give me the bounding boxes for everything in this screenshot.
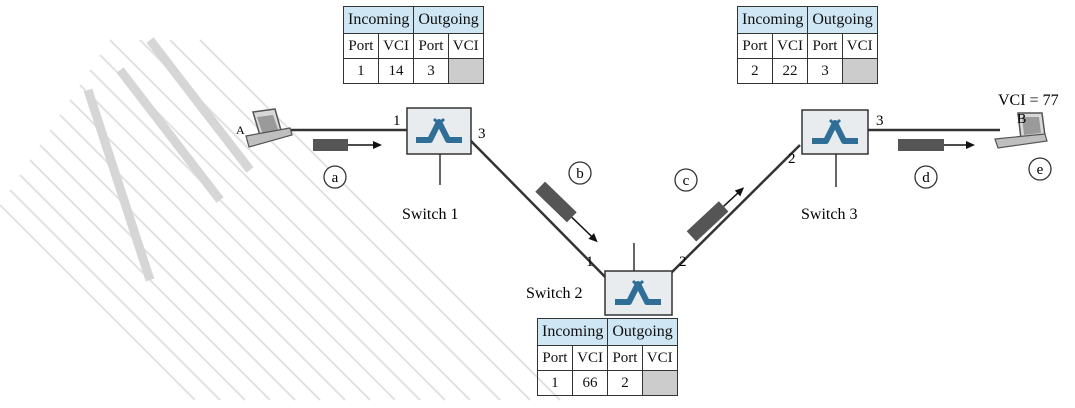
switch2-table: Incoming Outgoing Port VCI Port VCI 1 66… [536,318,678,396]
switch-1-icon [406,107,472,155]
table-cell-empty [641,370,678,396]
col-header: VCI [771,33,809,59]
col-header: Port [737,33,773,59]
incoming-header: Incoming [536,318,609,346]
table-cell: 66 [571,370,609,396]
switch3-table: Incoming Outgoing Port VCI Port VCI 2 22… [736,6,878,84]
switch2-port-right: 2 [679,254,687,270]
laptop-a-icon [245,108,293,148]
switch-2-icon [604,270,673,316]
col-header: VCI [377,33,415,59]
table-cell: 3 [413,58,449,84]
table-cell-empty [447,58,484,84]
host-b-vci-label: VCI = 77 [998,92,1059,109]
col-header: VCI [571,345,609,371]
switch-1-label: Switch 1 [402,206,458,223]
col-header: VCI [641,345,678,371]
svg-text:b: b [576,166,584,182]
frame-label-a: a [323,165,347,189]
switch1-port-right: 3 [478,126,486,142]
host-b-name: B [1017,112,1026,127]
table-cell: 1 [537,370,573,396]
laptop-b-icon [994,112,1048,149]
frame-label-b: b [568,161,592,185]
col-header: Port [807,33,843,59]
incoming-header: Incoming [736,6,809,34]
frame-d-icon [898,139,975,151]
incoming-header: Incoming [342,6,415,34]
switch3-port-left: 2 [788,151,796,167]
col-header: Port [413,33,449,59]
frame-label-e: e [1028,157,1052,181]
svg-text:d: d [922,170,930,186]
switch1-port-left: 1 [393,113,401,129]
links [290,128,1000,291]
outgoing-header: Outgoing [807,6,878,34]
background-stripes [0,39,561,401]
background-stripes-bold [83,37,254,282]
svg-text:c: c [683,173,690,189]
frame-a-icon [313,139,382,151]
frame-b-icon [535,181,598,243]
switch2-port-left: 1 [586,254,594,270]
host-a-name: A [236,123,245,137]
table-cell: 3 [807,58,843,84]
frame-c-icon [686,187,745,242]
col-header: VCI [447,33,484,59]
link-switch2-switch3 [663,144,801,281]
outgoing-header: Outgoing [413,6,484,34]
svg-text:e: e [1037,162,1044,178]
col-header: Port [607,345,643,371]
switch-2-label: Switch 2 [526,285,582,302]
table-cell: 2 [737,58,773,84]
switch-3-icon [801,109,869,155]
table-cell: 14 [377,58,415,84]
col-header: VCI [841,33,878,59]
frame-label-d: d [914,165,938,189]
table-cell: 22 [771,58,809,84]
table-cell-empty [841,58,878,84]
switch1-table: Incoming Outgoing Port VCI Port VCI 1 14… [342,6,484,84]
col-header: Port [343,33,379,59]
outgoing-header: Outgoing [607,318,678,346]
col-header: Port [537,345,573,371]
svg-text:a: a [332,170,339,186]
link-switch1-switch2 [469,139,619,291]
frame-label-c: c [674,168,698,192]
switch3-port-right: 3 [876,113,884,129]
table-cell: 2 [607,370,643,396]
table-cell: 1 [343,58,379,84]
switch-3-label: Switch 3 [801,206,857,223]
